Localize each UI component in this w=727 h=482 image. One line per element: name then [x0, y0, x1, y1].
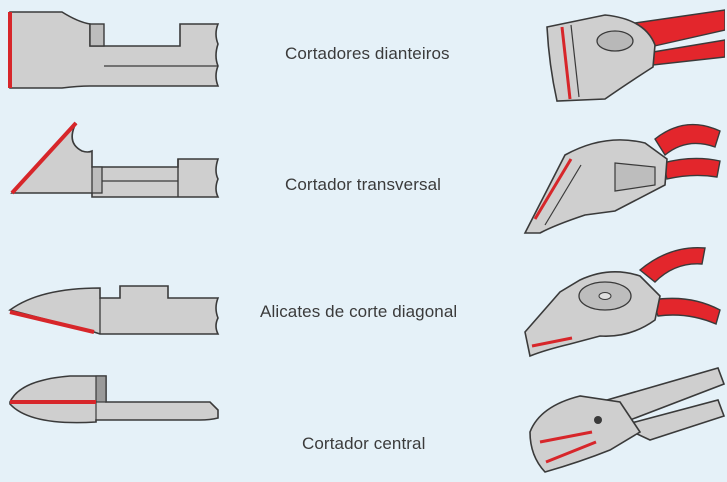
center-cutter-pliers-edge-lower [545, 440, 597, 464]
front-cutter-jaw-outline [9, 11, 220, 89]
diagonal-cutter-pliers-image [524, 246, 721, 358]
cross-cutter-label: Cortador transversal [285, 175, 442, 194]
center-cutter-handle-lower [617, 399, 725, 441]
cross-cutter-cutting-edge [10, 121, 78, 195]
cross-cutter-jaw-step [91, 166, 103, 194]
cross-cutter-pliers-edge [533, 158, 573, 220]
diagonal-cutter-pivot-hole [598, 292, 612, 300]
front-cutter-pivot [596, 30, 634, 52]
front-cutter-pliers-image [546, 9, 725, 102]
diagonal-cutter-handle-upper [638, 246, 706, 283]
front-cutter-label: Cortadores dianteiros [285, 44, 450, 63]
center-cutter-jaw-outline [9, 375, 219, 424]
center-cutter-pivot [594, 416, 602, 424]
cross-cutter-pivot-block [614, 162, 656, 192]
diagonal-cutter-label: Alicates de corte diagonal [260, 302, 458, 321]
cross-cutter-jaw-gap [544, 164, 582, 226]
front-cutter-jaw-gap [570, 24, 580, 98]
row-front-cutters: Cortadores dianteiros [0, 0, 727, 120]
cross-cutter-profile-diagram [10, 121, 220, 198]
cross-cutter-handle-upper [654, 123, 721, 157]
front-cutter-profile-diagram [8, 11, 220, 89]
row-diagonal-cutters: Alicates de corte diagonal [0, 240, 727, 360]
cross-cutter-handle-lower [662, 157, 721, 180]
center-cutter-pliers-edge-upper [539, 430, 593, 444]
diagonal-cutter-pliers-edge [531, 336, 573, 348]
front-cutter-pliers-edge [560, 26, 572, 100]
diagonal-cutter-handle-lower [651, 297, 721, 325]
front-cutter-jaw-step [89, 23, 105, 47]
center-cutter-label: Cortador central [302, 434, 426, 453]
center-cutter-jaw-step [95, 375, 107, 403]
center-cutter-profile-diagram [9, 375, 219, 424]
diagonal-cutter-jaw-outline [8, 285, 220, 335]
diagonal-cutter-cutting-edge [9, 310, 95, 334]
center-cutter-pliers-image [529, 367, 725, 473]
cross-cutter-head [523, 139, 668, 234]
diagonal-cutter-profile-diagram [8, 285, 220, 335]
row-cross-cutter: Cortador transversal [0, 115, 727, 235]
row-center-cutter: Cortador central [0, 362, 727, 482]
cross-cutter-pliers-image [523, 123, 721, 234]
